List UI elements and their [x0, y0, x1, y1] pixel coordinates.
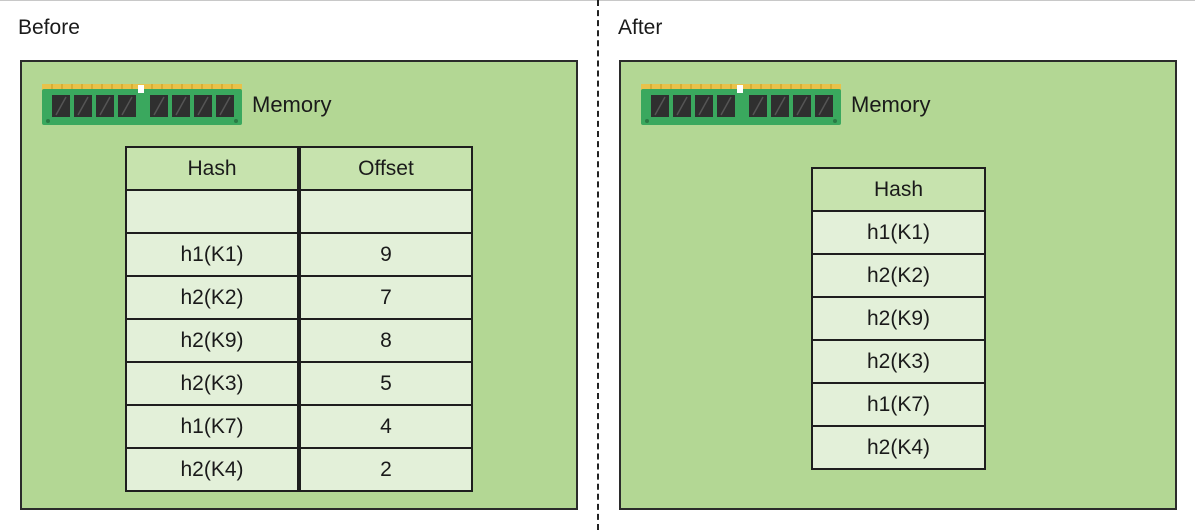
- table-cell-offset: 4: [299, 404, 473, 449]
- table-cell-hash: h2(K2): [125, 275, 299, 320]
- table-cell-hash: h2(K4): [125, 447, 299, 492]
- table-cell-hash: h2(K4): [811, 425, 986, 470]
- table-cell-hash: h1(K7): [811, 382, 986, 427]
- table-cell-hash: h1(K1): [811, 210, 986, 255]
- memory-label: Memory: [252, 92, 332, 117]
- after-panel: Memory Hash h1(K1) h2(K2) h2(K9) h2(K3) …: [619, 60, 1177, 510]
- table-cell-offset: 5: [299, 361, 473, 406]
- memory-label: Memory: [851, 92, 931, 117]
- table-cell-hash: h2(K3): [811, 339, 986, 384]
- table-cell-hash: h2(K2): [811, 253, 986, 298]
- table-cell-offset: 2: [299, 447, 473, 492]
- before-memory: Memory: [42, 82, 331, 128]
- table-header-hash: Hash: [811, 167, 986, 212]
- table-cell-hash: h2(K9): [811, 296, 986, 341]
- table-cell-hash: h2(K9): [125, 318, 299, 363]
- before-label: Before: [18, 16, 80, 39]
- dashed-divider: [597, 0, 599, 530]
- table-cell-hash: [125, 189, 299, 234]
- table-cell-hash: h1(K7): [125, 404, 299, 449]
- table-header-offset: Offset: [299, 146, 473, 191]
- memory-module-icon: [42, 83, 242, 127]
- after-label: After: [618, 16, 663, 39]
- table-cell-hash: h1(K1): [125, 232, 299, 277]
- table-cell-offset: 9: [299, 232, 473, 277]
- before-panel: Memory Hash Offset h1(K1) 9 h2(K2) 7 h2(…: [20, 60, 578, 510]
- table-cell-offset: 8: [299, 318, 473, 363]
- after-memory: Memory: [641, 82, 930, 128]
- memory-module-icon: [641, 83, 841, 127]
- table-cell-hash: h2(K3): [125, 361, 299, 406]
- table-cell-offset: 7: [299, 275, 473, 320]
- table-header-hash: Hash: [125, 146, 299, 191]
- table-cell-offset: [299, 189, 473, 234]
